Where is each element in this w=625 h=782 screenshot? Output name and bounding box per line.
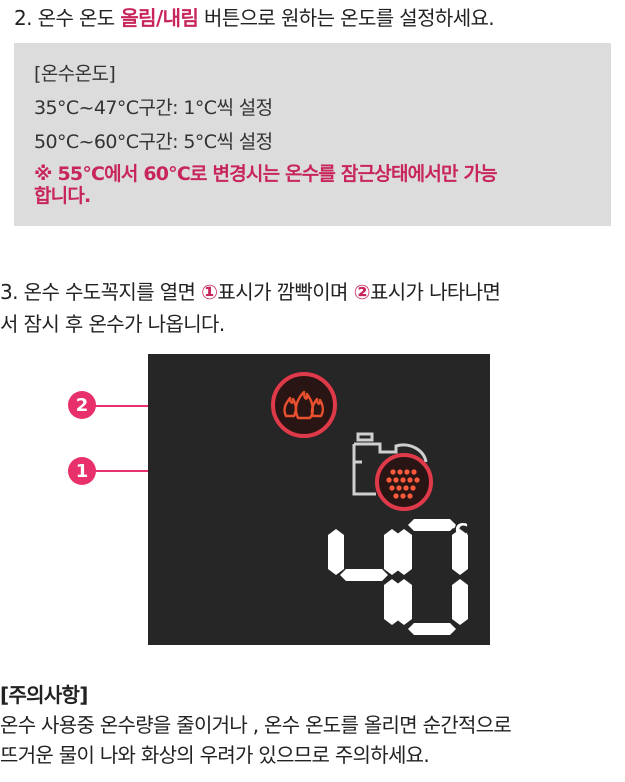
display-graphics <box>271 372 468 635</box>
caution-line-1: 온수 사용중 온수량을 줄이거나 , 온수 온도를 올리면 순간적으로 <box>0 713 512 737</box>
faucet-icon <box>352 432 428 496</box>
step-3-part-2: 표시가 깜빡이며 <box>217 280 354 304</box>
step-2-highlight: 올림/내림 <box>120 6 199 30</box>
step-3-instruction: 3. 온수 수도꼭지를 열면 ①표시가 깜빡이며 ②표시가 나타나면 서 잠시 … <box>0 276 501 340</box>
flame-icon <box>271 372 337 438</box>
hot-water-icon <box>375 453 433 511</box>
temp-box-heading: [온수온도] <box>34 63 116 85</box>
step-2-instruction: 2. 온수 온도 올림/내림 버튼으로 원하는 온도를 설정하세요. <box>14 2 495 31</box>
step-3-part-1: 3. 온수 수도꼭지를 열면 <box>0 280 202 304</box>
callout-badge-2: 2 <box>68 391 96 419</box>
step-3-part-3: 표시가 나타나면 <box>369 280 501 304</box>
step-2-suffix: 버튼으로 원하는 온도를 설정하세요. <box>198 6 495 30</box>
hot-water-temperature-box: [온수온도] 35°C~47°C구간: 1°C씩 설정 50°C~60°C구간:… <box>14 43 611 226</box>
temp-warning-line-1: ※ 55°C에서 60°C로 변경시는 온수를 잠근상태에서만 가능 <box>34 163 498 185</box>
step-2-prefix: 2. 온수 온도 <box>14 6 121 30</box>
step-3-marker-2: ② <box>353 280 371 304</box>
temp-warning: ※ 55°C에서 60°C로 변경시는 온수를 잠근상태에서만 가능 합니다. <box>34 163 593 207</box>
step-3-marker-1: ① <box>201 280 218 304</box>
temperature-unit: °C <box>448 520 468 541</box>
caution-line-2: 뜨거운 물이 나와 화상의 우려가 있으므로 주의하세요. <box>0 743 430 767</box>
temperature-digit-4 <box>328 529 400 625</box>
temp-range-2: 50°C~60°C구간: 5°C씩 설정 <box>34 131 273 153</box>
callout-badge-1: 1 <box>68 457 96 485</box>
temperature-digit-0 <box>396 519 468 635</box>
water-heater-display-panel: 40 °C <box>148 354 490 645</box>
temperature-value: 40 <box>490 354 491 355</box>
temp-warning-line-2: 합니다. <box>34 185 91 207</box>
step-3-line-1: 3. 온수 수도꼭지를 열면 ①표시가 깜빡이며 ②표시가 나타나면 <box>0 276 501 308</box>
step-3-line-2: 서 잠시 후 온수가 나옵니다. <box>0 312 225 336</box>
caution-section: [주의사항] 온수 사용중 온수량을 줄이거나 , 온수 온도를 올리면 순간적… <box>0 680 512 770</box>
caution-title: [주의사항] <box>0 683 88 707</box>
temp-range-1: 35°C~47°C구간: 1°C씩 설정 <box>34 97 273 119</box>
